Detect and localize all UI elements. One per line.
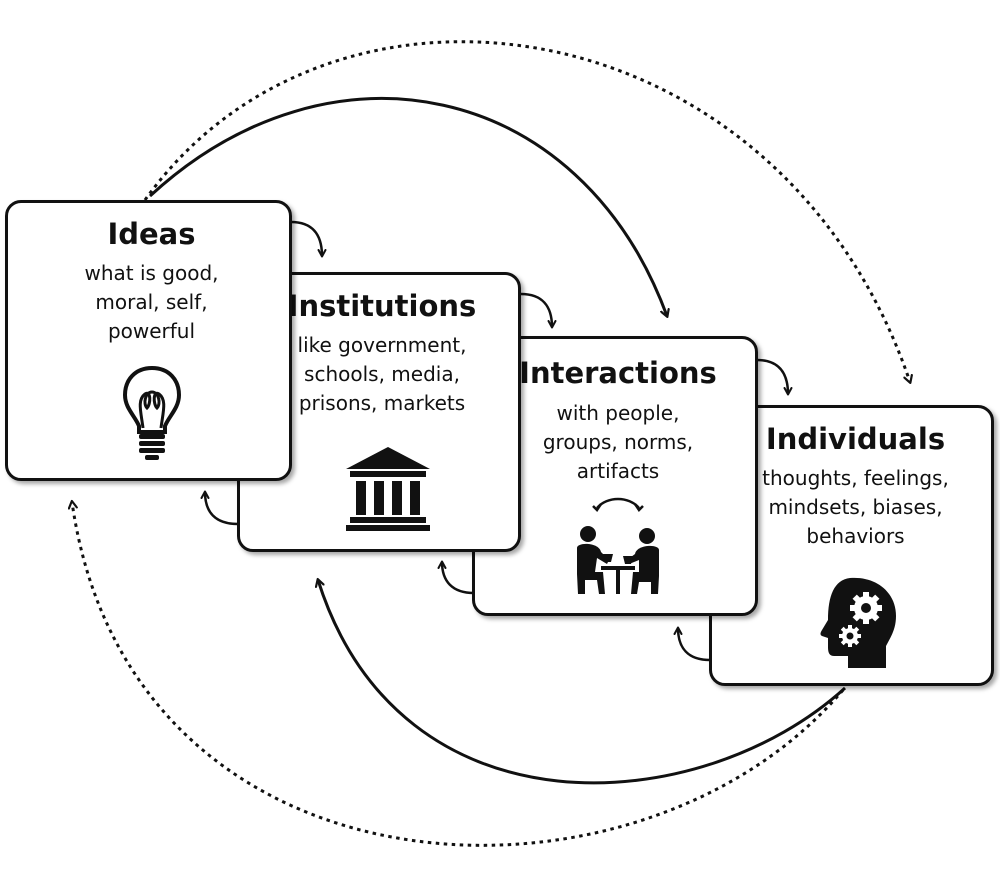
card-text-line: with people, <box>556 401 680 425</box>
card-text-line: like government, <box>297 333 467 357</box>
government-building-icon <box>346 447 430 531</box>
card-text-line: prisons, markets <box>298 391 466 415</box>
card-text-line: what is good, <box>84 261 219 285</box>
small-arrow-ideas-to-institutions <box>290 220 327 258</box>
card-text-line: behaviors <box>806 524 905 548</box>
card-text-line: powerful <box>107 319 196 343</box>
card-title: Institutions <box>287 289 477 323</box>
small-arrow-institutions-to-ideas <box>200 490 239 526</box>
small-arrow-institutions-to-interactions <box>520 292 557 329</box>
head-gears-icon <box>820 577 896 668</box>
small-arrow-individuals-to-interactions <box>673 626 711 662</box>
card-title: Individuals <box>765 422 946 456</box>
card-text-line: thoughts, feelings, <box>762 466 949 490</box>
card-ideas: Ideas what is good, moral, self, powerfu… <box>5 200 292 481</box>
card-text-line: artifacts <box>576 459 660 483</box>
card-text-line: moral, self, <box>95 290 208 314</box>
card-text-line: groups, norms, <box>542 430 694 454</box>
solid-arrow-individuals-to-institutions <box>318 580 847 785</box>
people-interacting-icon <box>577 497 659 594</box>
card-text-line: schools, media, <box>304 362 460 386</box>
lightbulb-icon <box>122 365 182 460</box>
card-title: Ideas <box>107 217 196 251</box>
solid-arrow-ideas-to-interactions <box>148 97 667 316</box>
dotted-arrow-ideas-to-individuals <box>143 40 910 382</box>
card-title: Interactions <box>519 356 717 390</box>
card-individuals: Individuals thoughts, feelings, mindsets… <box>709 405 994 686</box>
card-text-line: mindsets, biases, <box>768 495 943 519</box>
small-arrow-interactions-to-individuals <box>756 358 793 396</box>
card-interactions: Interactions with people, groups, norms,… <box>472 336 758 616</box>
dotted-arrow-individuals-to-ideas <box>72 502 845 847</box>
small-arrow-interactions-to-institutions <box>437 560 475 595</box>
